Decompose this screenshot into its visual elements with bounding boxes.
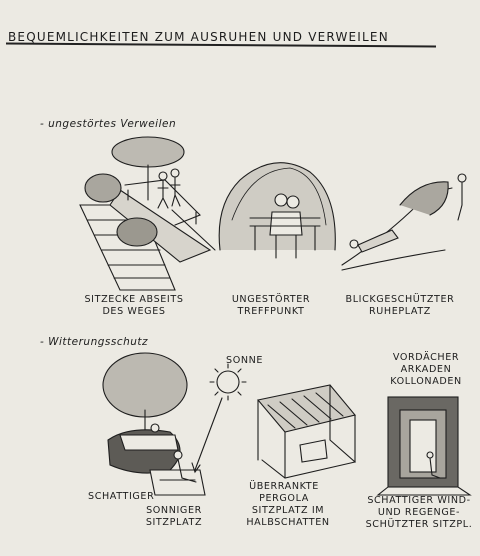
section-label-weather: - Witterungsschutz	[40, 336, 149, 348]
caption-halbschatten: SITZPLATZ IM HALBSCHATTEN	[246, 505, 330, 528]
caption-sonniger-sitzplatz: SONNIGER SITZPLATZ	[145, 505, 203, 528]
schattiger-sonniger-sketch	[102, 352, 206, 496]
pergola-sketch	[256, 384, 357, 479]
section-label-undisturbed: - ungestörtes Verweilen	[40, 118, 177, 130]
ruheplatz-sketch	[341, 173, 467, 271]
caption-sitzecke: SITZECKE ABSEITS DES WEGES	[84, 294, 184, 317]
page-title: BEQUEMLICHKEITEN ZUM AUSRUHEN UND VERWEI…	[8, 30, 389, 44]
treffpunkt-sketch	[218, 162, 336, 259]
caption-schattiger: SCHATTIGER	[88, 491, 155, 502]
label-vordacher: VORDÄCHER ARKADEN KOLLONADEN	[390, 352, 462, 387]
arkade-sketch	[376, 396, 472, 496]
caption-wind-regen: SCHATTIGER WIND- UND REGENGE- SCHÜTZTER …	[365, 495, 473, 530]
sun-icon	[191, 363, 247, 474]
caption-pergola: ÜBERRANKTE PERGOLA	[249, 481, 319, 504]
sitzecke-sketch	[79, 136, 216, 291]
caption-ruheplatz: BLICKGESCHÜTZTER RUHEPLATZ	[345, 294, 455, 317]
caption-treffpunkt: UNGESTÖRTER TREFFPUNKT	[231, 294, 311, 317]
label-sun: SONNE	[226, 355, 264, 366]
